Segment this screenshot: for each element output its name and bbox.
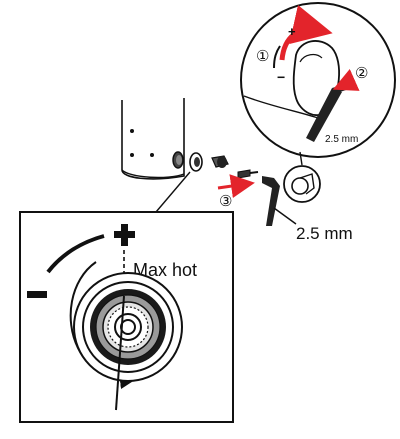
faucet-body [121,98,185,180]
step-2-number: ② [355,65,368,82]
cartridge-ring [189,152,203,172]
tool-size-label-small: 2.5 mm [325,134,358,145]
valve-cartridge [73,272,183,382]
plus-sign: + [288,24,296,39]
tool-size-label-large: 2.5 mm [296,224,353,243]
pull-arrow-icon [217,174,255,199]
step-1-number: ① [256,48,269,65]
nut-part [211,155,229,168]
temperature-scale-icon [46,234,105,274]
set-screw-part [237,169,259,179]
minus-sign: − [277,69,285,85]
detail-circle-handle: + − ① ② 2.5 mm [240,2,396,158]
hex-key-icon-large [262,176,280,226]
push-arrow-icon [332,68,360,91]
max-hot-label: Max hot [133,260,197,280]
rotate-arrow-icon [279,5,333,61]
detail-box-temperature: Max hot [19,211,234,423]
step-3-number: ③ [219,193,232,210]
hex-screw-icon [283,165,321,203]
minus-symbol-large [27,291,47,298]
plus-symbol-large [114,224,135,246]
